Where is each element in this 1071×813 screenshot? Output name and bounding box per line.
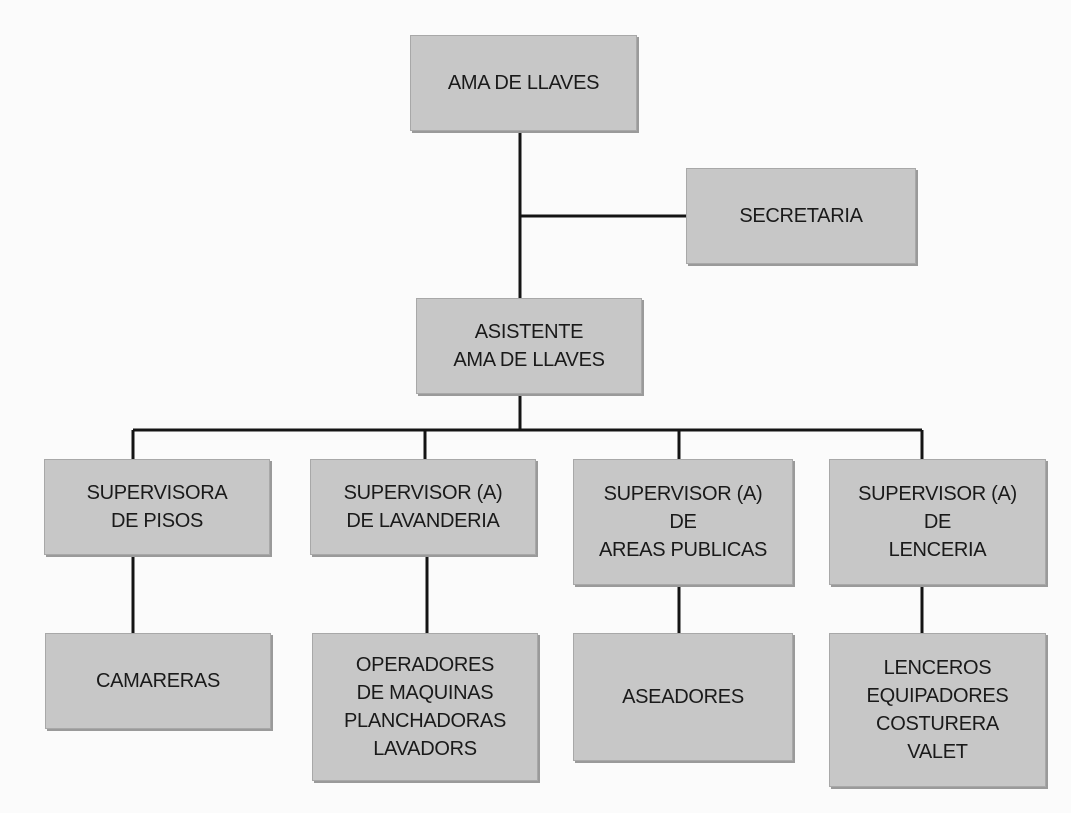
- node-sup-lenceria-line-3: LENCERIA: [888, 539, 987, 561]
- node-supervisor-de-areas-publicas: SUPERVISOR (A) DE AREAS PUBLICAS: [573, 459, 793, 585]
- node-lenceros-line-4: VALET: [907, 741, 968, 763]
- node-secretaria-line-1: SECRETARIA: [739, 205, 863, 227]
- node-supervisor-de-lenceria: SUPERVISOR (A) DE LENCERIA: [829, 459, 1046, 585]
- node-sup-lenceria-line-1: SUPERVISOR (A): [858, 483, 1017, 505]
- node-ama-de-llaves: AMA DE LLAVES: [410, 35, 637, 131]
- node-supervisor-de-lavanderia: SUPERVISOR (A) DE LAVANDERIA: [310, 459, 536, 555]
- node-secretaria: SECRETARIA: [686, 168, 916, 264]
- node-operadores-line-1: OPERADORES: [355, 654, 495, 676]
- node-lenceros-label: LENCEROS EQUIPADORES COSTURERA VALET: [867, 654, 1009, 766]
- node-sup-areas-line-1: SUPERVISOR (A): [603, 483, 763, 505]
- node-supervisora-de-pisos: SUPERVISORA DE PISOS: [44, 459, 270, 555]
- node-sup-lenceria-line-2: DE: [923, 511, 952, 533]
- node-sup-areas-label: SUPERVISOR (A) DE AREAS PUBLICAS: [599, 480, 767, 564]
- node-lenceros-line-1: LENCEROS: [883, 657, 992, 679]
- node-asistente-line-2: AMA DE LLAVES: [453, 349, 605, 371]
- node-asistente-ama-de-llaves: ASISTENTE AMA DE LLAVES: [416, 298, 642, 394]
- node-aseadores: ASEADORES: [573, 633, 793, 761]
- node-operadores-label: OPERADORES DE MAQUINAS PLANCHADORAS LAVA…: [344, 651, 506, 763]
- node-ama-de-llaves-label: AMA DE LLAVES: [447, 69, 600, 97]
- node-secretaria-label: SECRETARIA: [739, 202, 863, 230]
- node-aseadores-line-1: ASEADORES: [622, 686, 744, 708]
- node-sup-lavanderia-label: SUPERVISOR (A) DE LAVANDERIA: [344, 479, 503, 535]
- node-sup-lavanderia-line-1: SUPERVISOR (A): [343, 482, 503, 504]
- node-lenceros: LENCEROS EQUIPADORES COSTURERA VALET: [829, 633, 1046, 787]
- node-sup-areas-line-3: AREAS PUBLICAS: [598, 539, 768, 561]
- node-sup-pisos-line-2: DE PISOS: [110, 510, 204, 532]
- node-sup-lenceria-label: SUPERVISOR (A) DE LENCERIA: [858, 480, 1017, 564]
- node-asistente-line-1: ASISTENTE: [474, 321, 584, 343]
- node-camareras-line-1: CAMARERAS: [96, 670, 220, 692]
- node-lenceros-line-3: COSTURERA: [876, 713, 999, 735]
- node-sup-lavanderia-line-2: DE LAVANDERIA: [346, 510, 500, 532]
- node-asistente-label: ASISTENTE AMA DE LLAVES: [453, 318, 605, 374]
- node-camareras-label: CAMARERAS: [96, 667, 220, 695]
- node-operadores-line-2: DE MAQUINAS: [356, 682, 494, 704]
- node-sup-pisos-line-1: SUPERVISORA: [86, 482, 228, 504]
- node-ama-de-llaves-line-1: AMA DE LLAVES: [447, 72, 600, 94]
- node-sup-pisos-label: SUPERVISORA DE PISOS: [87, 479, 228, 535]
- node-camareras: CAMARERAS: [45, 633, 271, 729]
- node-operadores-line-3: PLANCHADORAS: [344, 710, 506, 732]
- node-lenceros-line-2: EQUIPADORES: [866, 685, 1009, 707]
- node-operadores: OPERADORES DE MAQUINAS PLANCHADORAS LAVA…: [312, 633, 538, 781]
- node-aseadores-label: ASEADORES: [622, 683, 744, 711]
- node-sup-areas-line-2: DE: [669, 511, 697, 533]
- node-operadores-line-4: LAVADORS: [373, 738, 477, 760]
